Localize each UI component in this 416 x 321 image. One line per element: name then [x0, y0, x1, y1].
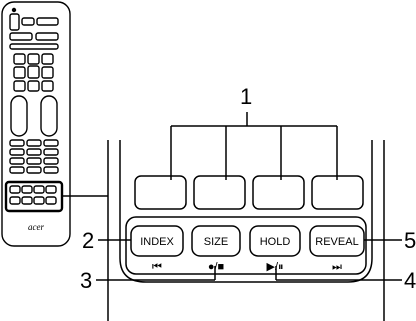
remote-inner-edge: [119, 140, 373, 283]
remote-btn: [41, 66, 54, 79]
remote-btn: [13, 80, 26, 92]
reveal-button: [309, 225, 365, 257]
play-pause-icon: ▶/⏸: [266, 261, 283, 273]
index-button: [130, 225, 184, 257]
remote-btn: [36, 17, 59, 26]
remote-btn: [43, 157, 59, 165]
remote-btn: [27, 80, 40, 92]
remote-btn: [9, 196, 21, 205]
remote-btn: [13, 66, 26, 79]
remote-btn: [45, 196, 57, 205]
index-button-label: INDEX: [140, 236, 174, 248]
remote-btn: [26, 166, 42, 174]
callout-3-number: 3: [80, 268, 92, 293]
remote-btn: [33, 185, 45, 194]
previous-page-icon: ⏮: [152, 261, 162, 273]
callout-4-number: 4: [404, 268, 416, 293]
color-button-3: [252, 175, 305, 210]
remote-btn: [41, 53, 54, 65]
remote-btn: [41, 80, 54, 92]
remote-brand-logo: acer: [28, 222, 44, 232]
size-button: [191, 225, 241, 257]
color-button-4: [311, 175, 364, 210]
color-button-2: [193, 175, 246, 210]
magnified-remote-section: [96, 112, 402, 321]
remote-btn: [27, 65, 40, 79]
remote-btn: [9, 32, 33, 41]
remote-btn: [27, 53, 40, 65]
remote-btn: [13, 53, 26, 65]
callout-5-number: 5: [404, 228, 416, 253]
remote-btn: [43, 166, 59, 174]
remote-btn: [43, 139, 59, 147]
callout-1-number: 1: [240, 84, 252, 109]
remote-btn: [26, 157, 42, 165]
hold-button: [249, 225, 301, 257]
color-button-1: [134, 175, 187, 210]
remote-btn: [9, 157, 25, 165]
remote-btn: [26, 139, 42, 147]
remote-btn: [9, 166, 25, 174]
reveal-button-label: REVEAL: [315, 236, 358, 248]
next-page-icon: ⏭: [332, 261, 342, 273]
remote-overview: [1, 1, 108, 247]
remote-btn: [21, 185, 33, 194]
remote-btn: [9, 148, 25, 156]
remote-btn: [9, 139, 25, 147]
remote-btn: [9, 13, 20, 31]
power-indicator: [11, 7, 17, 13]
remote-btn: [21, 196, 33, 205]
remote-body: [1, 1, 71, 247]
remote-rocker: [40, 95, 58, 137]
remote-btn: [43, 148, 59, 156]
record-stop-icon: ●/■: [208, 261, 224, 273]
remote-btn: [45, 185, 57, 194]
remote-btn: [26, 148, 42, 156]
hold-button-label: HOLD: [260, 236, 291, 248]
remote-btn: [9, 185, 21, 194]
remote-btn: [21, 17, 35, 26]
remote-btn: [33, 196, 45, 205]
remote-btn: [9, 43, 59, 50]
size-button-label: SIZE: [204, 236, 228, 248]
button-panel-outline: [125, 216, 367, 275]
remote-btn: [35, 32, 59, 41]
remote-rocker: [10, 95, 28, 137]
callout-2-number: 2: [82, 228, 94, 253]
